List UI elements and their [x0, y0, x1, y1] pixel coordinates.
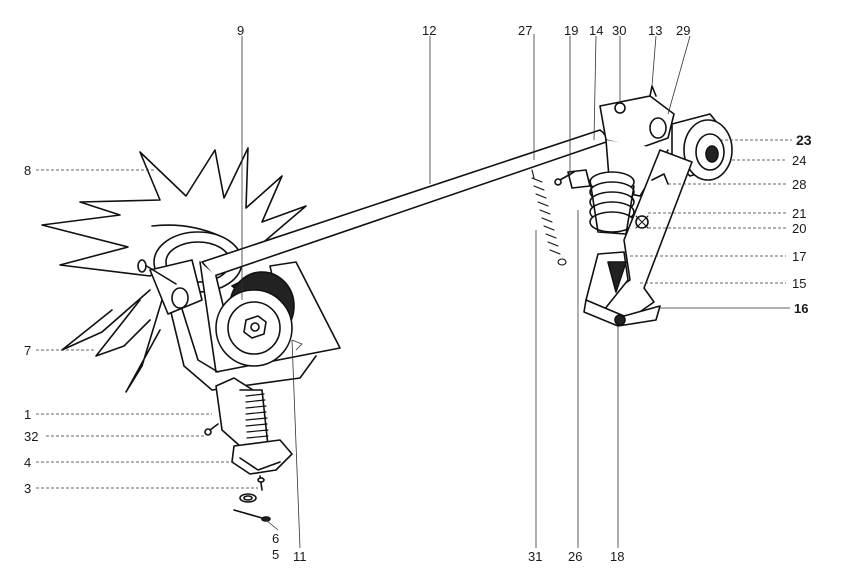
callout-14: 14: [589, 23, 604, 38]
callout-23: 23: [796, 132, 812, 148]
callout-4: 4: [24, 455, 32, 470]
callout-16: 16: [794, 301, 809, 316]
callout-24: 24: [792, 153, 807, 168]
small-clip: [233, 493, 271, 522]
callout-9: 9: [237, 23, 245, 38]
lever-arm: [583, 149, 693, 327]
callout-6: 6: [272, 531, 280, 546]
callout-19: 19: [564, 23, 579, 38]
callout-27: 27: [518, 23, 533, 38]
callout-7: 7: [24, 343, 32, 358]
connector-pin: [554, 171, 575, 186]
callout-28: 28: [792, 177, 807, 192]
callout-12: 12: [422, 23, 437, 38]
callout-30: 30: [612, 23, 627, 38]
callout-26: 26: [568, 549, 583, 564]
callout-32: 32: [24, 429, 39, 444]
callout-3: 3: [24, 481, 32, 496]
callout-13: 13: [648, 23, 663, 38]
callout-20: 20: [792, 221, 807, 236]
pulley-wheel: [215, 271, 295, 367]
callout-17: 17: [792, 249, 807, 264]
callout-31: 31: [528, 549, 543, 564]
leader-lines: [36, 34, 792, 549]
callout-1: 1: [24, 407, 32, 422]
coil-spring-cluster: [567, 169, 635, 235]
callout-11: 11: [293, 549, 307, 564]
screw-assembly: [204, 377, 293, 491]
tension-spring: [531, 169, 567, 266]
callout-18: 18: [610, 549, 625, 564]
pivot-block: [137, 259, 203, 315]
callout-21: 21: [792, 206, 807, 221]
callout-29: 29: [676, 23, 691, 38]
callout-8: 8: [24, 163, 32, 178]
callout-15: 15: [792, 276, 807, 291]
star-wheel: [41, 147, 307, 393]
callout-5: 5: [272, 547, 280, 562]
